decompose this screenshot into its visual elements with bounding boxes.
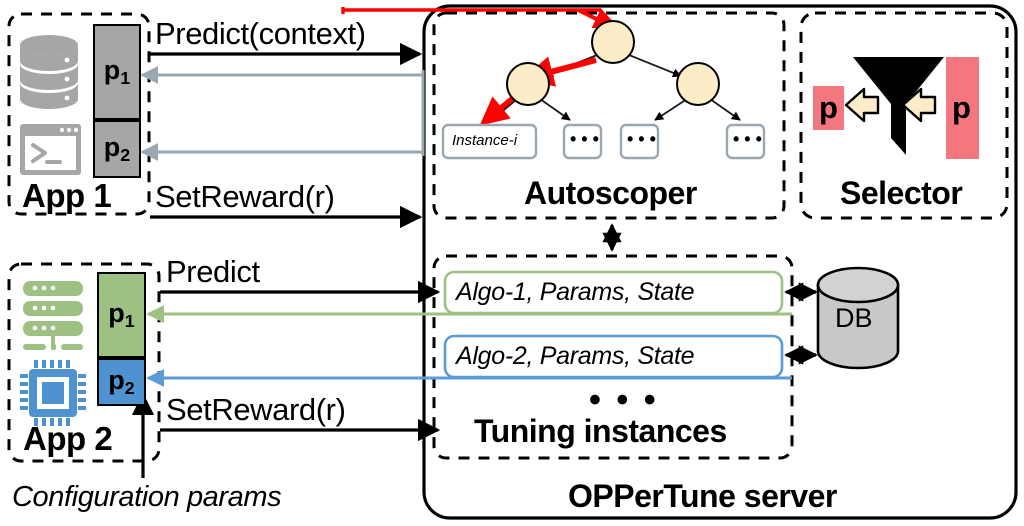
tuning-instance-2-box[interactable] [443, 334, 784, 379]
tree-edge-right-leaf1 [654, 98, 688, 121]
selector-input-param-box [946, 57, 979, 159]
tree-leaf-box-4[interactable] [725, 123, 766, 160]
selector-arrow-left [844, 87, 880, 123]
app2-param-p2-label: p2 [108, 365, 135, 398]
selector-box [799, 11, 1009, 220]
tree-node-right [676, 62, 720, 106]
autoscoper-title: Autoscoper [524, 175, 697, 211]
tree-edge-left-leaf2 [539, 98, 571, 121]
tree-edge-right-leaf2 [709, 98, 741, 121]
tree-highlight-left-to-leaf [479, 95, 515, 126]
db-cylinder-body [816, 283, 900, 370]
tree-leaf-4-label: • • • [733, 129, 762, 149]
app1-return-p2-arrow [140, 104, 425, 161]
tuning-instance-2-label: Algo-2, Params, State [456, 342, 695, 370]
tree-leaf-box-instance[interactable] [441, 123, 538, 160]
app2-param-p1[interactable]: p1 [97, 272, 146, 358]
tree-leaf-2-label: • • • [570, 129, 599, 149]
app2-setreward-label: SetReward(r) [166, 392, 346, 427]
app2-box [7, 262, 161, 463]
cpu-chip-icon [20, 360, 86, 426]
tuning-title: Tuning instances [474, 413, 727, 449]
selector-output-param-box [813, 86, 844, 130]
tree-node-left [506, 62, 550, 106]
app1-param-p1-label: p1 [103, 55, 131, 88]
app1-predict-label: Predict(context) [155, 16, 366, 51]
tree-node-root [591, 20, 635, 64]
app2-title: App 2 [23, 420, 113, 457]
tuning-instance-1-box[interactable] [443, 270, 784, 315]
context-feedback-line [341, 7, 614, 25]
selector-arrow-right [901, 87, 937, 123]
app1-param-p1[interactable]: p1 [93, 24, 141, 120]
funnel-icon [853, 57, 944, 155]
tree-leaf-instance-label: Instance-i [452, 132, 518, 149]
db-cylinder-top [816, 266, 900, 304]
app2-predict-label: Predict [166, 254, 260, 289]
app1-param-p2[interactable]: p2 [93, 120, 141, 178]
tree-leaf-box-3[interactable] [619, 123, 660, 160]
tree-leaf-3-label: • • • [627, 129, 656, 149]
server-rack-icon [23, 281, 83, 350]
selector-input-param-label: p [952, 90, 971, 125]
app1-title: App 1 [22, 177, 112, 214]
app2-param-p1-label: p1 [108, 298, 135, 331]
selector-title: Selector [840, 175, 963, 211]
app1-box [7, 12, 151, 216]
db-label: DB [835, 303, 873, 333]
app2-param-p2[interactable]: p2 [97, 358, 146, 406]
server-outer-box [422, 4, 1018, 520]
tuning-ellipsis: • • • [589, 381, 659, 419]
terminal-icon [20, 124, 81, 175]
tree-leaf-box-2[interactable] [562, 123, 603, 160]
tree-edge-root-right [628, 54, 682, 78]
tuning-instance-1-label: Algo-1, Params, State [456, 278, 695, 306]
app1-param-p2-label: p2 [103, 132, 131, 165]
app1-setreward-label: SetReward(r) [155, 179, 335, 214]
selector-output-param-label: p [819, 90, 838, 125]
server-title: OPPerTune server [568, 478, 837, 514]
app1-return-p1-arrow [140, 66, 425, 104]
database-icon [20, 35, 78, 109]
config-params-label: Configuration params [12, 481, 282, 513]
